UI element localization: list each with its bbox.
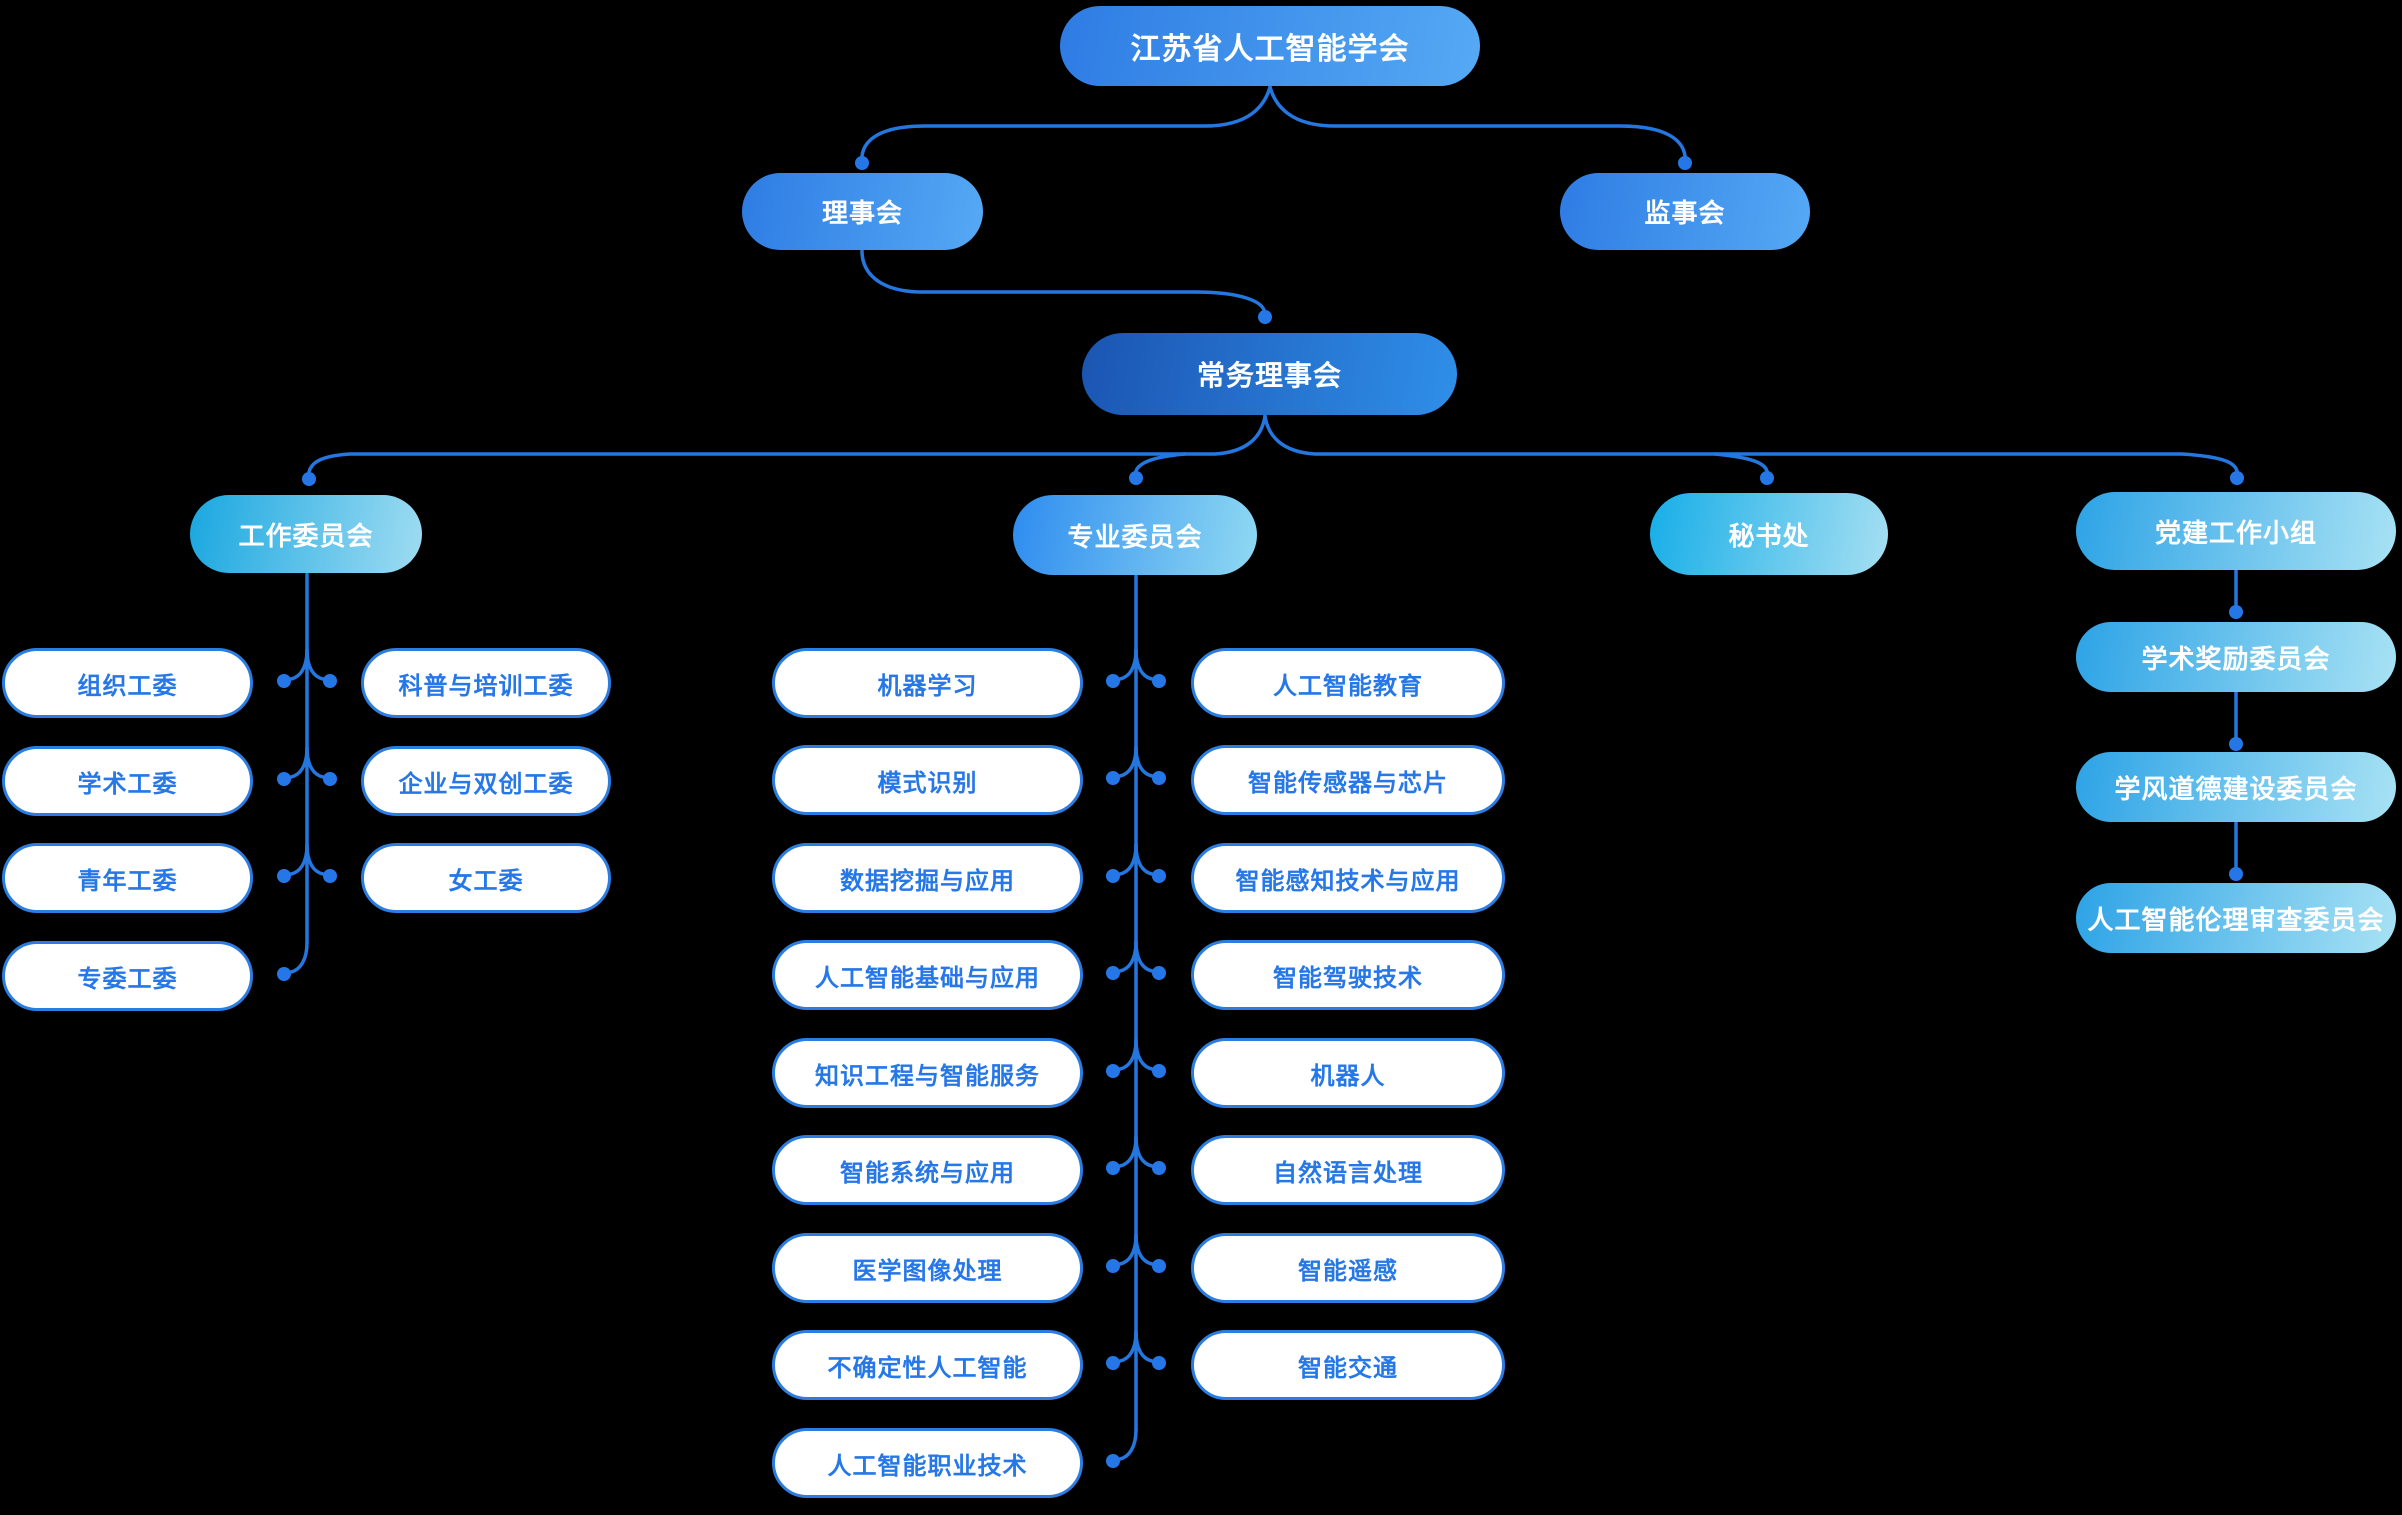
node-prof-right-0: 人工智能教育: [1191, 648, 1505, 718]
node-prof-left-1: 模式识别: [772, 745, 1083, 815]
node-prof-right-4: 机器人: [1191, 1038, 1505, 1108]
node-prof-left-4: 知识工程与智能服务: [772, 1038, 1083, 1108]
node-party-child-2: 人工智能伦理审查委员会: [2076, 883, 2396, 953]
node-work-left-3: 专委工委: [2, 941, 253, 1011]
node-prof-left-6: 医学图像处理: [772, 1233, 1083, 1303]
node-secretariat: 秘书处: [1650, 493, 1888, 575]
node-council: 理事会: [742, 173, 983, 250]
node-prof-right-3: 智能驾驶技术: [1191, 940, 1505, 1010]
node-prof-left-3: 人工智能基础与应用: [772, 940, 1083, 1010]
node-professional-committee: 专业委员会: [1013, 495, 1257, 575]
node-prof-left-5: 智能系统与应用: [772, 1135, 1083, 1205]
node-prof-left-7: 不确定性人工智能: [772, 1330, 1083, 1400]
node-prof-left-0: 机器学习: [772, 648, 1083, 718]
node-standing-council: 常务理事会: [1082, 333, 1457, 415]
node-work-right-0: 科普与培训工委: [361, 648, 611, 718]
node-prof-right-7: 智能交通: [1191, 1330, 1505, 1400]
node-prof-right-2: 智能感知技术与应用: [1191, 843, 1505, 913]
node-root: 江苏省人工智能学会: [1060, 6, 1480, 86]
node-work-committee: 工作委员会: [190, 495, 422, 573]
node-work-right-2: 女工委: [361, 843, 611, 913]
node-party-group: 党建工作小组: [2076, 492, 2396, 570]
node-prof-right-1: 智能传感器与芯片: [1191, 745, 1505, 815]
node-party-child-0: 学术奖励委员会: [2076, 622, 2396, 692]
node-work-right-1: 企业与双创工委: [361, 746, 611, 816]
node-prof-left-2: 数据挖掘与应用: [772, 843, 1083, 913]
node-work-left-0: 组织工委: [2, 648, 253, 718]
node-work-left-2: 青年工委: [2, 843, 253, 913]
node-work-left-1: 学术工委: [2, 746, 253, 816]
node-prof-right-6: 智能遥感: [1191, 1233, 1505, 1303]
node-prof-right-5: 自然语言处理: [1191, 1135, 1505, 1205]
node-prof-left-8: 人工智能职业技术: [772, 1428, 1083, 1498]
node-party-child-1: 学风道德建设委员会: [2076, 752, 2396, 822]
node-supervisory-board: 监事会: [1560, 173, 1810, 250]
